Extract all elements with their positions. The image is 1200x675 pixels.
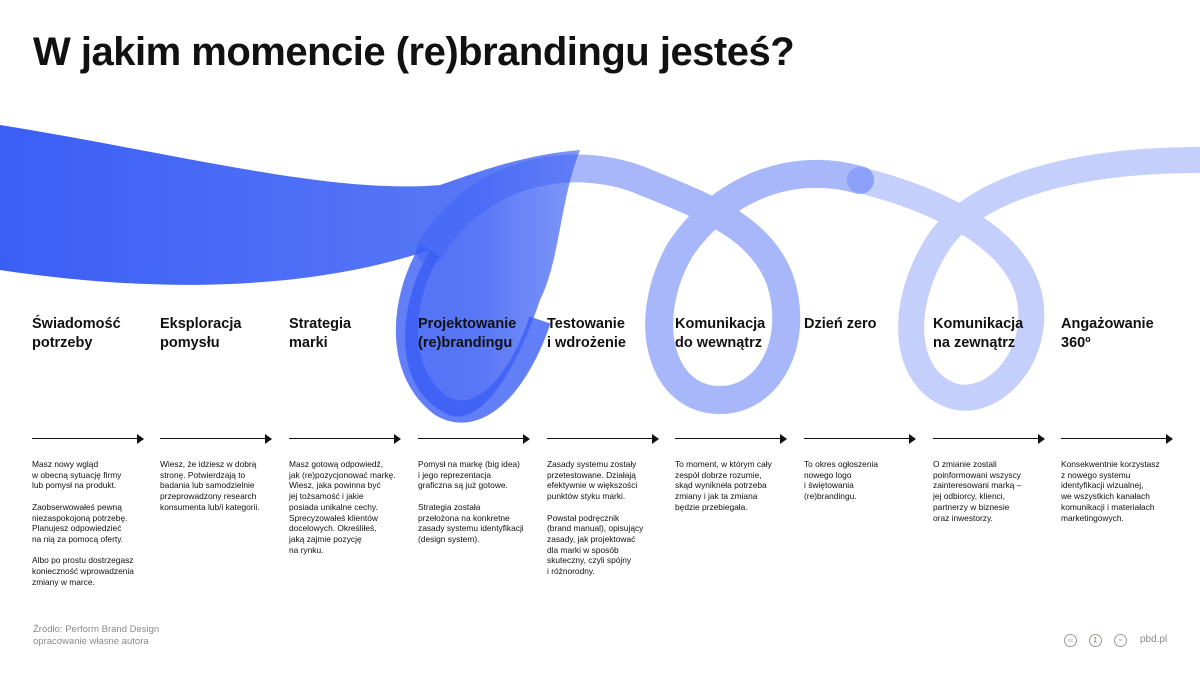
stage-swiadomosc: Świadomość potrzeby <box>32 315 156 353</box>
stage-title: Strategia marki <box>289 316 352 351</box>
stage-description: Pomysł na markę (big idea) i jego reprez… <box>418 459 536 555</box>
stage-title: Dzień zero <box>804 316 877 332</box>
stage-title: Angażowanie 360º <box>1061 316 1154 351</box>
timeline-arrow <box>1061 433 1173 445</box>
desc-paragraph: Konsekwentnie korzystasz z nowego system… <box>1061 459 1160 523</box>
timeline-arrow <box>675 433 787 445</box>
stage-komunikacja-wewnatrz: Komunikacja do wewnątrz <box>675 315 799 353</box>
cc-icon: cc <box>1064 634 1077 647</box>
timeline-arrow <box>160 433 272 445</box>
stage-description: Zasady systemu zostały przetestowane. Dz… <box>547 459 665 587</box>
stage-strategia: Strategia marki <box>289 315 413 353</box>
stage-angazowanie: Angażowanie 360º <box>1061 315 1185 353</box>
desc-paragraph: Masz gotową odpowiedź, jak (re)pozycjono… <box>289 459 396 555</box>
ribbon-loop-1 <box>416 154 874 415</box>
stage-description: To okres ogłoszenia nowego logo i święto… <box>804 459 922 513</box>
by-icon: 🚶 <box>1089 634 1102 647</box>
desc-paragraph: Albo po prostu dostrzegasz konieczność w… <box>32 555 134 587</box>
source-note: Źródło: Perform Brand Design opracowanie… <box>33 624 159 648</box>
page-title: W jakim momencie (re)brandingu jesteś? <box>33 30 795 74</box>
timeline-arrow <box>547 433 659 445</box>
stage-title: Komunikacja na zewnątrz <box>933 316 1024 351</box>
stage-description: Konsekwentnie korzystasz z nowego system… <box>1061 459 1179 534</box>
ribbon-inner-loop <box>395 244 551 423</box>
desc-paragraph: To moment, w którym cały zespół dobrze r… <box>675 459 772 512</box>
timeline-arrow <box>289 433 401 445</box>
stage-title: Komunikacja do wewnątrz <box>675 316 766 351</box>
timeline-arrow <box>32 433 144 445</box>
desc-paragraph: Zasady systemu zostały przetestowane. Dz… <box>547 459 638 502</box>
desc-paragraph: To okres ogłoszenia nowego logo i święto… <box>804 459 879 502</box>
timeline-arrow <box>418 433 530 445</box>
stage-komunikacja-zewnatrz: Komunikacja na zewnątrz <box>933 315 1057 353</box>
timeline-arrow <box>804 433 916 445</box>
desc-paragraph: Strategia została przełożona na konkretn… <box>418 501 524 544</box>
timeline-arrow <box>933 433 1045 445</box>
ribbon-loop-2 <box>847 147 1200 411</box>
ribbon-band <box>0 125 580 417</box>
stage-title: Testowanie i wdrożenie <box>547 316 626 351</box>
stage-testowanie: Testowanie i wdrożenie <box>547 315 671 353</box>
stage-description: O zmianie zostali poinformowani wszyscy … <box>933 459 1051 534</box>
desc-paragraph: Zaobserwowałeś pewną niezaspokojoną potr… <box>32 501 128 544</box>
desc-paragraph: Wiesz, że idziesz w dobrą stronę. Potwie… <box>160 459 260 512</box>
site-link[interactable]: pbd.pl <box>1140 634 1168 645</box>
license-icons: cc 🚶 = <box>1064 634 1127 647</box>
stage-description: Wiesz, że idziesz w dobrą stronę. Potwie… <box>160 459 278 523</box>
stage-description: Masz nowy wgląd w obecną sytuację firmy … <box>32 459 150 598</box>
stage-eksploracja: Eksploracja pomysłu <box>160 315 284 353</box>
stage-description: Masz gotową odpowiedź, jak (re)pozycjono… <box>289 459 407 566</box>
source-line: Źródło: Perform Brand Design <box>33 624 160 635</box>
stage-title: Świadomość potrzeby <box>32 316 121 351</box>
desc-paragraph: Pomysł na markę (big idea) i jego reprez… <box>418 459 520 491</box>
stage-title: Projektowanie (re)brandingu <box>418 316 517 351</box>
desc-paragraph: Powstał podręcznik (brand manual), opisu… <box>547 512 644 577</box>
stage-projektowanie: Projektowanie (re)brandingu <box>418 315 542 353</box>
stage-title: Eksploracja pomysłu <box>160 316 242 351</box>
desc-paragraph: O zmianie zostali poinformowani wszyscy … <box>933 459 1022 523</box>
stage-dzien-zero: Dzień zero <box>804 315 928 334</box>
stage-description: To moment, w którym cały zespół dobrze r… <box>675 459 793 523</box>
author-line: opracowanie własne autora <box>33 636 149 647</box>
equal-icon: = <box>1114 634 1127 647</box>
desc-paragraph: Masz nowy wgląd w obecną sytuację firmy … <box>32 459 122 491</box>
